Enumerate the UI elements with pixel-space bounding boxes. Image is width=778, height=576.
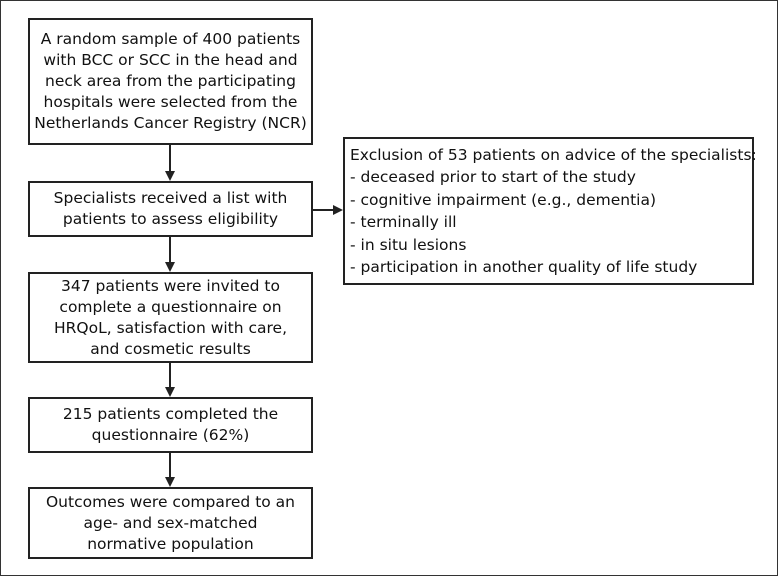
exclusion-item: - deceased prior to start of the study: [350, 168, 636, 186]
exclusion-criteria-box: Exclusion of 53 patients on advice of th…: [343, 137, 757, 285]
box-line: with BCC or SCC in the head and: [43, 51, 298, 69]
box-line: HRQoL, satisfaction with care,: [53, 318, 288, 337]
box-line: Specialists received a list with: [53, 189, 288, 207]
sample-selection-box: A random sample of 400 patients with BCC…: [28, 18, 313, 145]
invited-patients-box: 347 patients were invited to complete a …: [28, 272, 313, 363]
box-line: and cosmetic results: [90, 339, 251, 358]
box-line: 347 patients were invited to: [61, 276, 280, 295]
box-line: A random sample of 400 patients: [40, 30, 301, 48]
box-line: age- and sex-matched: [83, 513, 258, 532]
exclusion-item: - terminally ill: [350, 213, 457, 231]
box-line: hospitals were selected from the: [43, 93, 298, 111]
box-line: Outcomes were compared to an: [45, 492, 296, 511]
exclusion-item: - participation in another quality of li…: [350, 258, 698, 276]
box-line: patients to assess eligibility: [62, 210, 279, 228]
box-line: questionnaire (62%): [91, 426, 250, 444]
box-line: Netherlands Cancer Registry (NCR): [34, 114, 307, 132]
exclusion-item: - in situ lesions: [350, 235, 467, 254]
outcomes-comparison-box: Outcomes were compared to an age- and se…: [28, 487, 313, 559]
box-line: normative population: [87, 534, 254, 553]
eligibility-assessment-box: Specialists received a list with patient…: [28, 181, 313, 237]
box-line: neck area from the participating: [45, 72, 296, 90]
exclusion-title: Exclusion of 53 patients on advice of th…: [350, 145, 757, 164]
box-line: 215 patients completed the: [62, 405, 279, 423]
box-line: complete a questionnaire on: [59, 297, 282, 316]
exclusion-item: - cognitive impairment (e.g., dementia): [350, 190, 657, 209]
completed-questionnaire-box: 215 patients completed the questionnaire…: [28, 397, 313, 453]
